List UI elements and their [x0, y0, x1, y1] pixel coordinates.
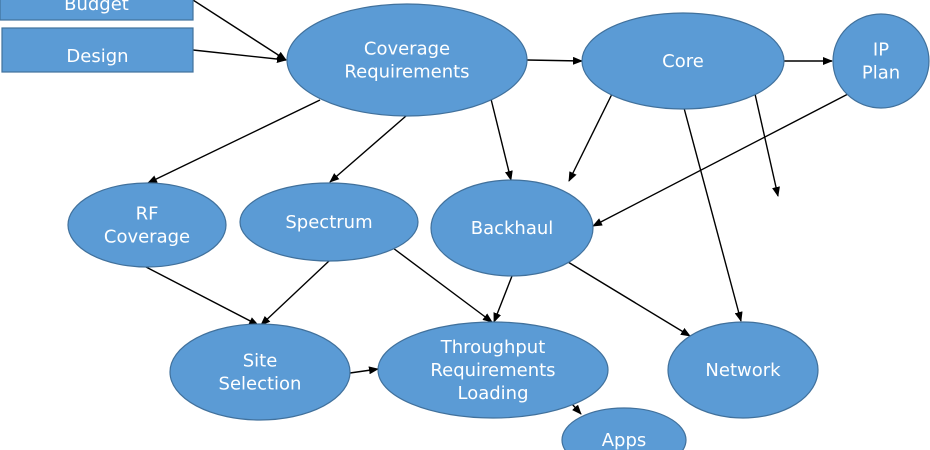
node-site-selection-label: Selection	[219, 374, 302, 395]
node-spectrum[interactable]: Spectrum	[239, 182, 419, 262]
arrow-core-to-network	[683, 107, 743, 322]
node-core-shape[interactable]	[581, 12, 785, 110]
node-site-selection-label: Site	[243, 351, 278, 372]
arrow-coverage-requirements-to-core	[526, 56, 583, 65]
arrow-site-selection-to-throughput	[349, 366, 379, 375]
node-network-shape[interactable]	[667, 321, 819, 419]
node-core[interactable]: Core	[581, 12, 785, 110]
node-network-label: Network	[705, 360, 781, 381]
node-coverage-requirements-label: Requirements	[344, 62, 469, 83]
arrow-backhaul-to-throughput	[493, 275, 513, 323]
arrow-throughput-to-apps	[571, 403, 582, 415]
arrow-ip-plan-to-backhaul	[592, 93, 849, 227]
node-coverage-requirements-label: Coverage	[364, 39, 450, 60]
arrow-core-to-backhaul	[568, 93, 613, 182]
node-network[interactable]: Network	[667, 321, 819, 419]
arrow-rf-coverage-to-site-selection	[145, 266, 259, 326]
arrow-backhaul-to-network	[567, 261, 691, 337]
arrow-coverage-requirements-to-rf-coverage	[147, 99, 321, 184]
arrow-core-to-unconnected	[754, 93, 780, 197]
arrow-budget-to-coverage-requirements	[192, 0, 287, 61]
node-spectrum-shape[interactable]	[239, 182, 419, 262]
arrow-coverage-requirements-to-spectrum	[329, 115, 407, 183]
node-rf-coverage-label: RF	[136, 204, 159, 225]
node-spectrum-label: Spectrum	[285, 212, 372, 233]
node-apps-label: Apps	[602, 430, 647, 450]
node-ip-plan-label: IP	[873, 40, 889, 61]
node-backhaul-shape[interactable]	[430, 179, 594, 277]
node-backhaul[interactable]: Backhaul	[430, 179, 594, 277]
node-budget[interactable]: Budget	[0, 0, 194, 21]
node-budget-shape[interactable]	[0, 0, 194, 21]
arrow-spectrum-to-throughput	[392, 247, 493, 323]
node-rf-coverage-label: Coverage	[104, 227, 190, 248]
node-design-shape[interactable]	[1, 27, 194, 73]
node-design-label: Design	[66, 46, 128, 67]
node-core-label: Core	[662, 51, 704, 72]
node-ip-plan-shape[interactable]	[832, 13, 930, 109]
node-backhaul-label: Backhaul	[471, 218, 554, 239]
node-throughput-shape[interactable]	[377, 321, 609, 419]
node-rf-coverage-shape[interactable]	[67, 182, 227, 268]
arrow-spectrum-to-site-selection	[260, 260, 330, 326]
node-design[interactable]: Design	[1, 27, 194, 73]
node-throughput-label: Requirements	[430, 360, 555, 381]
edges-layer	[145, 0, 849, 415]
node-coverage-requirements-shape[interactable]	[286, 3, 528, 117]
arrow-coverage-requirements-to-backhaul	[490, 98, 513, 181]
node-ip-plan-label: Plan	[862, 63, 900, 84]
node-apps[interactable]: Apps	[561, 407, 687, 450]
node-site-selection-shape[interactable]	[169, 323, 351, 421]
node-throughput-label: Loading	[457, 383, 528, 404]
node-apps-shape[interactable]	[561, 407, 687, 450]
arrow-design-to-coverage-requirements	[192, 49, 287, 64]
node-throughput-label: Throughput	[440, 337, 546, 358]
node-budget-label: Budget	[64, 0, 129, 15]
